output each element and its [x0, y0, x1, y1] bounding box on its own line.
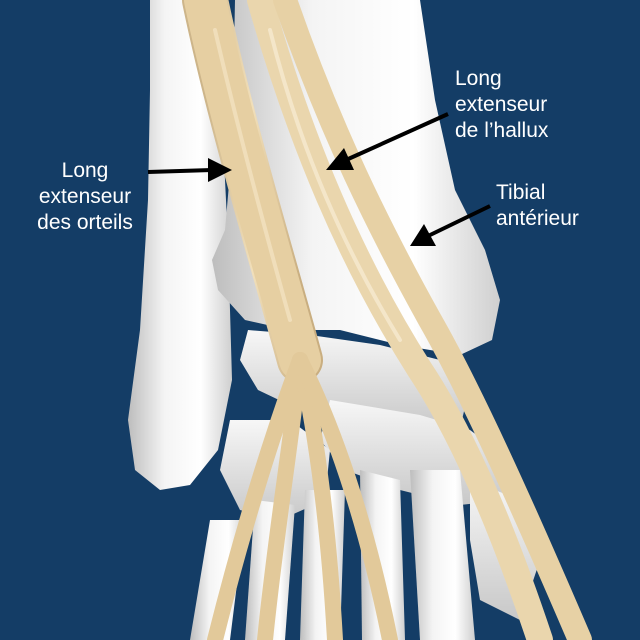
tendons: [182, 0, 592, 640]
label-line: de l’hallux: [455, 119, 549, 142]
label-line: Long: [61, 159, 109, 182]
edl-arrow-head: [208, 158, 232, 182]
tendon-highlight-1: [268, 28, 402, 342]
edl-branch-2: [257, 352, 308, 640]
navicular-bone: [320, 400, 510, 505]
metatarsal-2: [360, 470, 405, 640]
ta-arrow-head: [410, 224, 436, 246]
edl-branch-4: [292, 352, 398, 640]
tendon-highlight-2: [213, 28, 292, 322]
label-line: Long: [455, 67, 502, 90]
label-line: extenseur: [455, 93, 548, 116]
label-line: antérieur: [496, 207, 579, 230]
label-line: des orteils: [37, 211, 133, 234]
label-line: extenseur: [38, 185, 132, 208]
pointer-arrows: [147, 112, 491, 246]
label-tibialis-anterior: Tibial antérieur: [496, 180, 579, 232]
label-extensor-hallucis-longus: Long extenseur de l’hallux: [455, 66, 548, 144]
edl-arrow-line: [147, 168, 213, 174]
edl-branch-3: [292, 352, 343, 640]
fibula-bone: [128, 0, 232, 490]
metatarsal-1: [410, 470, 475, 640]
ta-tendon: [273, 0, 592, 640]
label-extensor-digitorum-longus: Long extenseur des orteils: [28, 158, 142, 236]
ehl-arrow-head: [326, 148, 354, 170]
label-line: Tibial: [496, 181, 546, 204]
ehl-arrow-line: [345, 112, 449, 162]
ta-arrow-line: [427, 204, 491, 238]
